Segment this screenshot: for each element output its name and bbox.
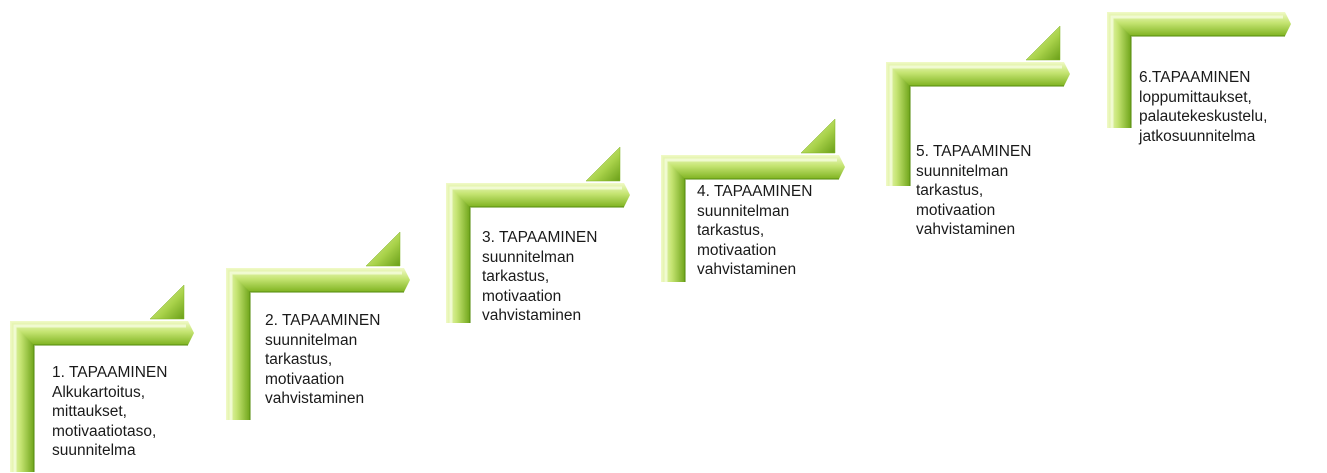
step-2-line-4: motivaation [265,370,345,388]
step-4-line-5: vahvistaminen [697,261,797,278]
step-4-line-2: suunnitelman [697,202,790,220]
step-6-highlight [1110,15,1283,128]
step-6-text: 6.TAPAAMINEN loppumittaukset, palautekes… [1139,68,1267,146]
step-2-line-3: tarkastus, [265,351,333,368]
step-1-shape [10,321,194,472]
step-2-text: 2. TAPAAMINEN suunnitelman tarkastus, mo… [265,311,380,409]
step-3-line-2: suunnitelman [482,248,575,266]
step-6-line-2: loppumittaukset, [1139,88,1252,106]
step-3-line-3: tarkastus, [482,268,550,285]
step-4-highlight [664,158,837,282]
step-3-title: 3. TAPAAMINEN [482,229,598,246]
step-2-title: 2. TAPAAMINEN [265,312,381,329]
step-4-shape [661,155,845,282]
step-2-line-5: vahvistaminen [265,390,365,407]
step-3-shape [446,183,630,323]
step-3-text: 3. TAPAAMINEN suunnitelman tarkastus, mo… [482,228,597,326]
step-2-line-2: suunnitelman [265,331,358,349]
step-5-highlight [889,65,1062,186]
step-4-connector-triangle [800,118,836,154]
step-1-edge [33,344,188,472]
step-5-line-2: suunnitelman [916,162,1009,180]
step-5-title: 5. TAPAAMINEN [916,143,1032,160]
step-4-title: 4. TAPAAMINEN [697,183,813,200]
step-4-text: 4. TAPAAMINEN suunnitelman tarkastus, mo… [697,182,812,280]
step-1-text: 1. TAPAAMINEN Alkukartoitus, mittaukset,… [52,363,167,461]
step-6-title: 6.TAPAAMINEN [1139,69,1251,86]
step-3-connector-triangle [585,146,621,182]
step-1-line-4: motivaatiotaso, [52,422,157,440]
step-5-line-5: vahvistaminen [916,221,1016,238]
step-2-connector-triangle [365,231,401,267]
step-3-edge [469,206,624,323]
step-5-edge [909,85,1064,186]
step-5-text: 5. TAPAAMINEN suunnitelman tarkastus, mo… [916,142,1031,240]
step-2-highlight [229,271,402,420]
step-6-line-3: palautekeskustelu, [1139,108,1268,125]
step-6-line-4: jatkosuunnitelma [1139,127,1256,145]
step-3-line-5: vahvistaminen [482,307,582,324]
step-1-line-3: mittaukset, [52,403,127,420]
step-5-connector-triangle [1025,25,1061,61]
step-3-line-4: motivaation [482,287,562,305]
step-5-line-4: motivaation [916,201,996,219]
step-1-highlight [13,324,186,472]
step-5-line-3: tarkastus, [916,182,984,199]
step-5-shape [886,62,1070,186]
step-6-shape [1107,12,1291,128]
step-2-shape [226,268,410,420]
step-4-edge [684,178,839,282]
step-1-line-5: suunnitelma [52,442,136,459]
step-2-edge [249,291,404,420]
step-3-highlight [449,186,622,323]
step-4-line-3: tarkastus, [697,222,765,239]
step-1-line-2: Alkukartoitus, [52,383,146,401]
step-1-connector-triangle [149,284,185,320]
step-4-line-4: motivaation [697,241,777,259]
step-1-title: 1. TAPAAMINEN [52,364,168,381]
step-6-edge [1130,35,1285,128]
